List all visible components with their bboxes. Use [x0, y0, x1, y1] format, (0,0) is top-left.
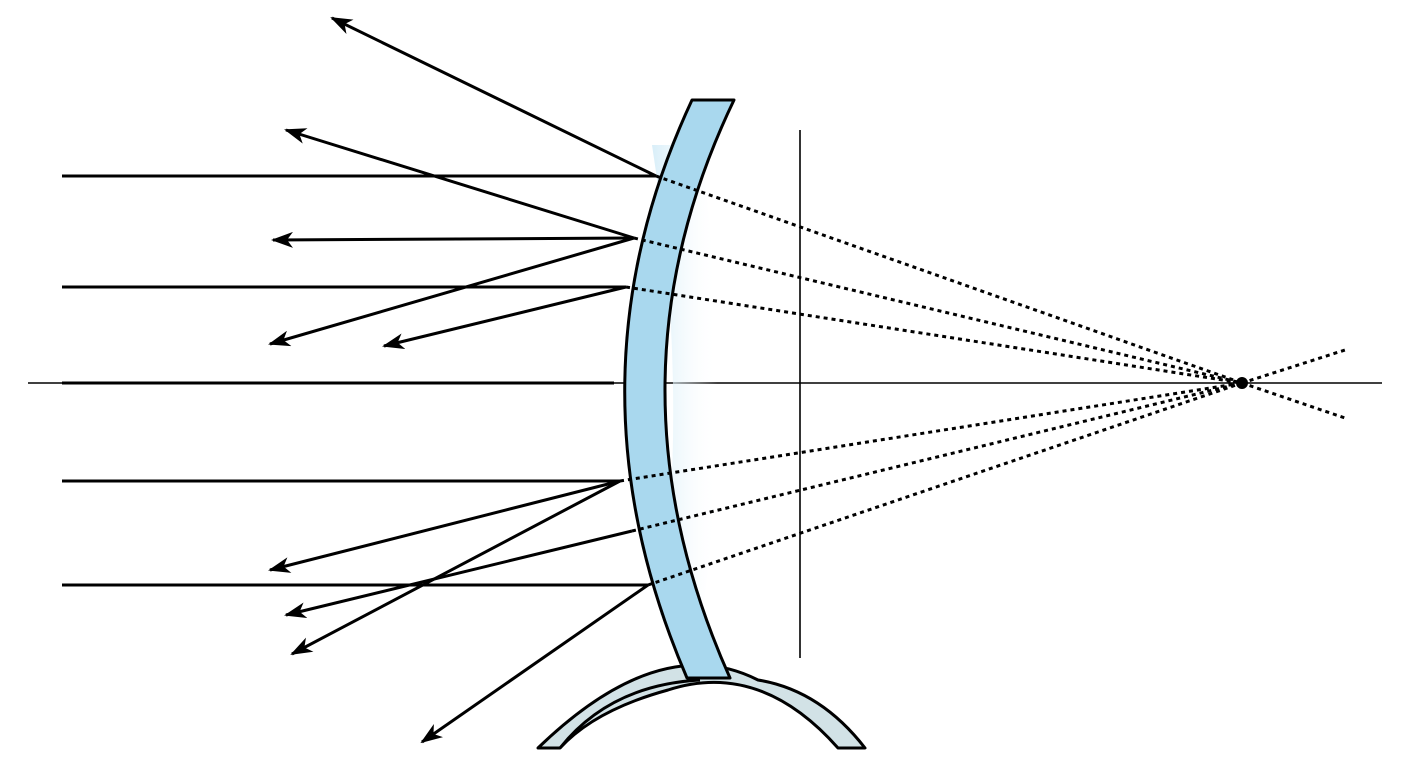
virtual-ray [631, 381, 1243, 533]
convex-mirror [623, 98, 736, 680]
virtual-ray [633, 236, 1243, 385]
reflected-rays [268, 16, 657, 744]
mirror-stand [536, 663, 867, 750]
reflected-ray [382, 285, 627, 350]
reflected-ray [271, 231, 635, 248]
reflected-ray [284, 128, 635, 240]
reflected-ray [330, 16, 657, 178]
virtual-ray [625, 285, 1243, 385]
focal-point [1236, 377, 1248, 389]
mirror-stand-inner-edge [558, 678, 701, 749]
reflected-ray [290, 479, 621, 656]
virtual-ray [655, 174, 1243, 385]
virtual-ray [647, 381, 1243, 587]
reflected-ray [284, 529, 633, 619]
virtual-extensions [619, 174, 1346, 587]
reflected-ray [420, 583, 649, 744]
reflected-ray [268, 236, 635, 347]
incident-rays [62, 174, 656, 587]
virtual-ray-beyond [1241, 348, 1346, 385]
virtual-ray [619, 381, 1243, 483]
virtual-ray-beyond [1241, 381, 1346, 420]
reflected-ray [268, 479, 621, 573]
